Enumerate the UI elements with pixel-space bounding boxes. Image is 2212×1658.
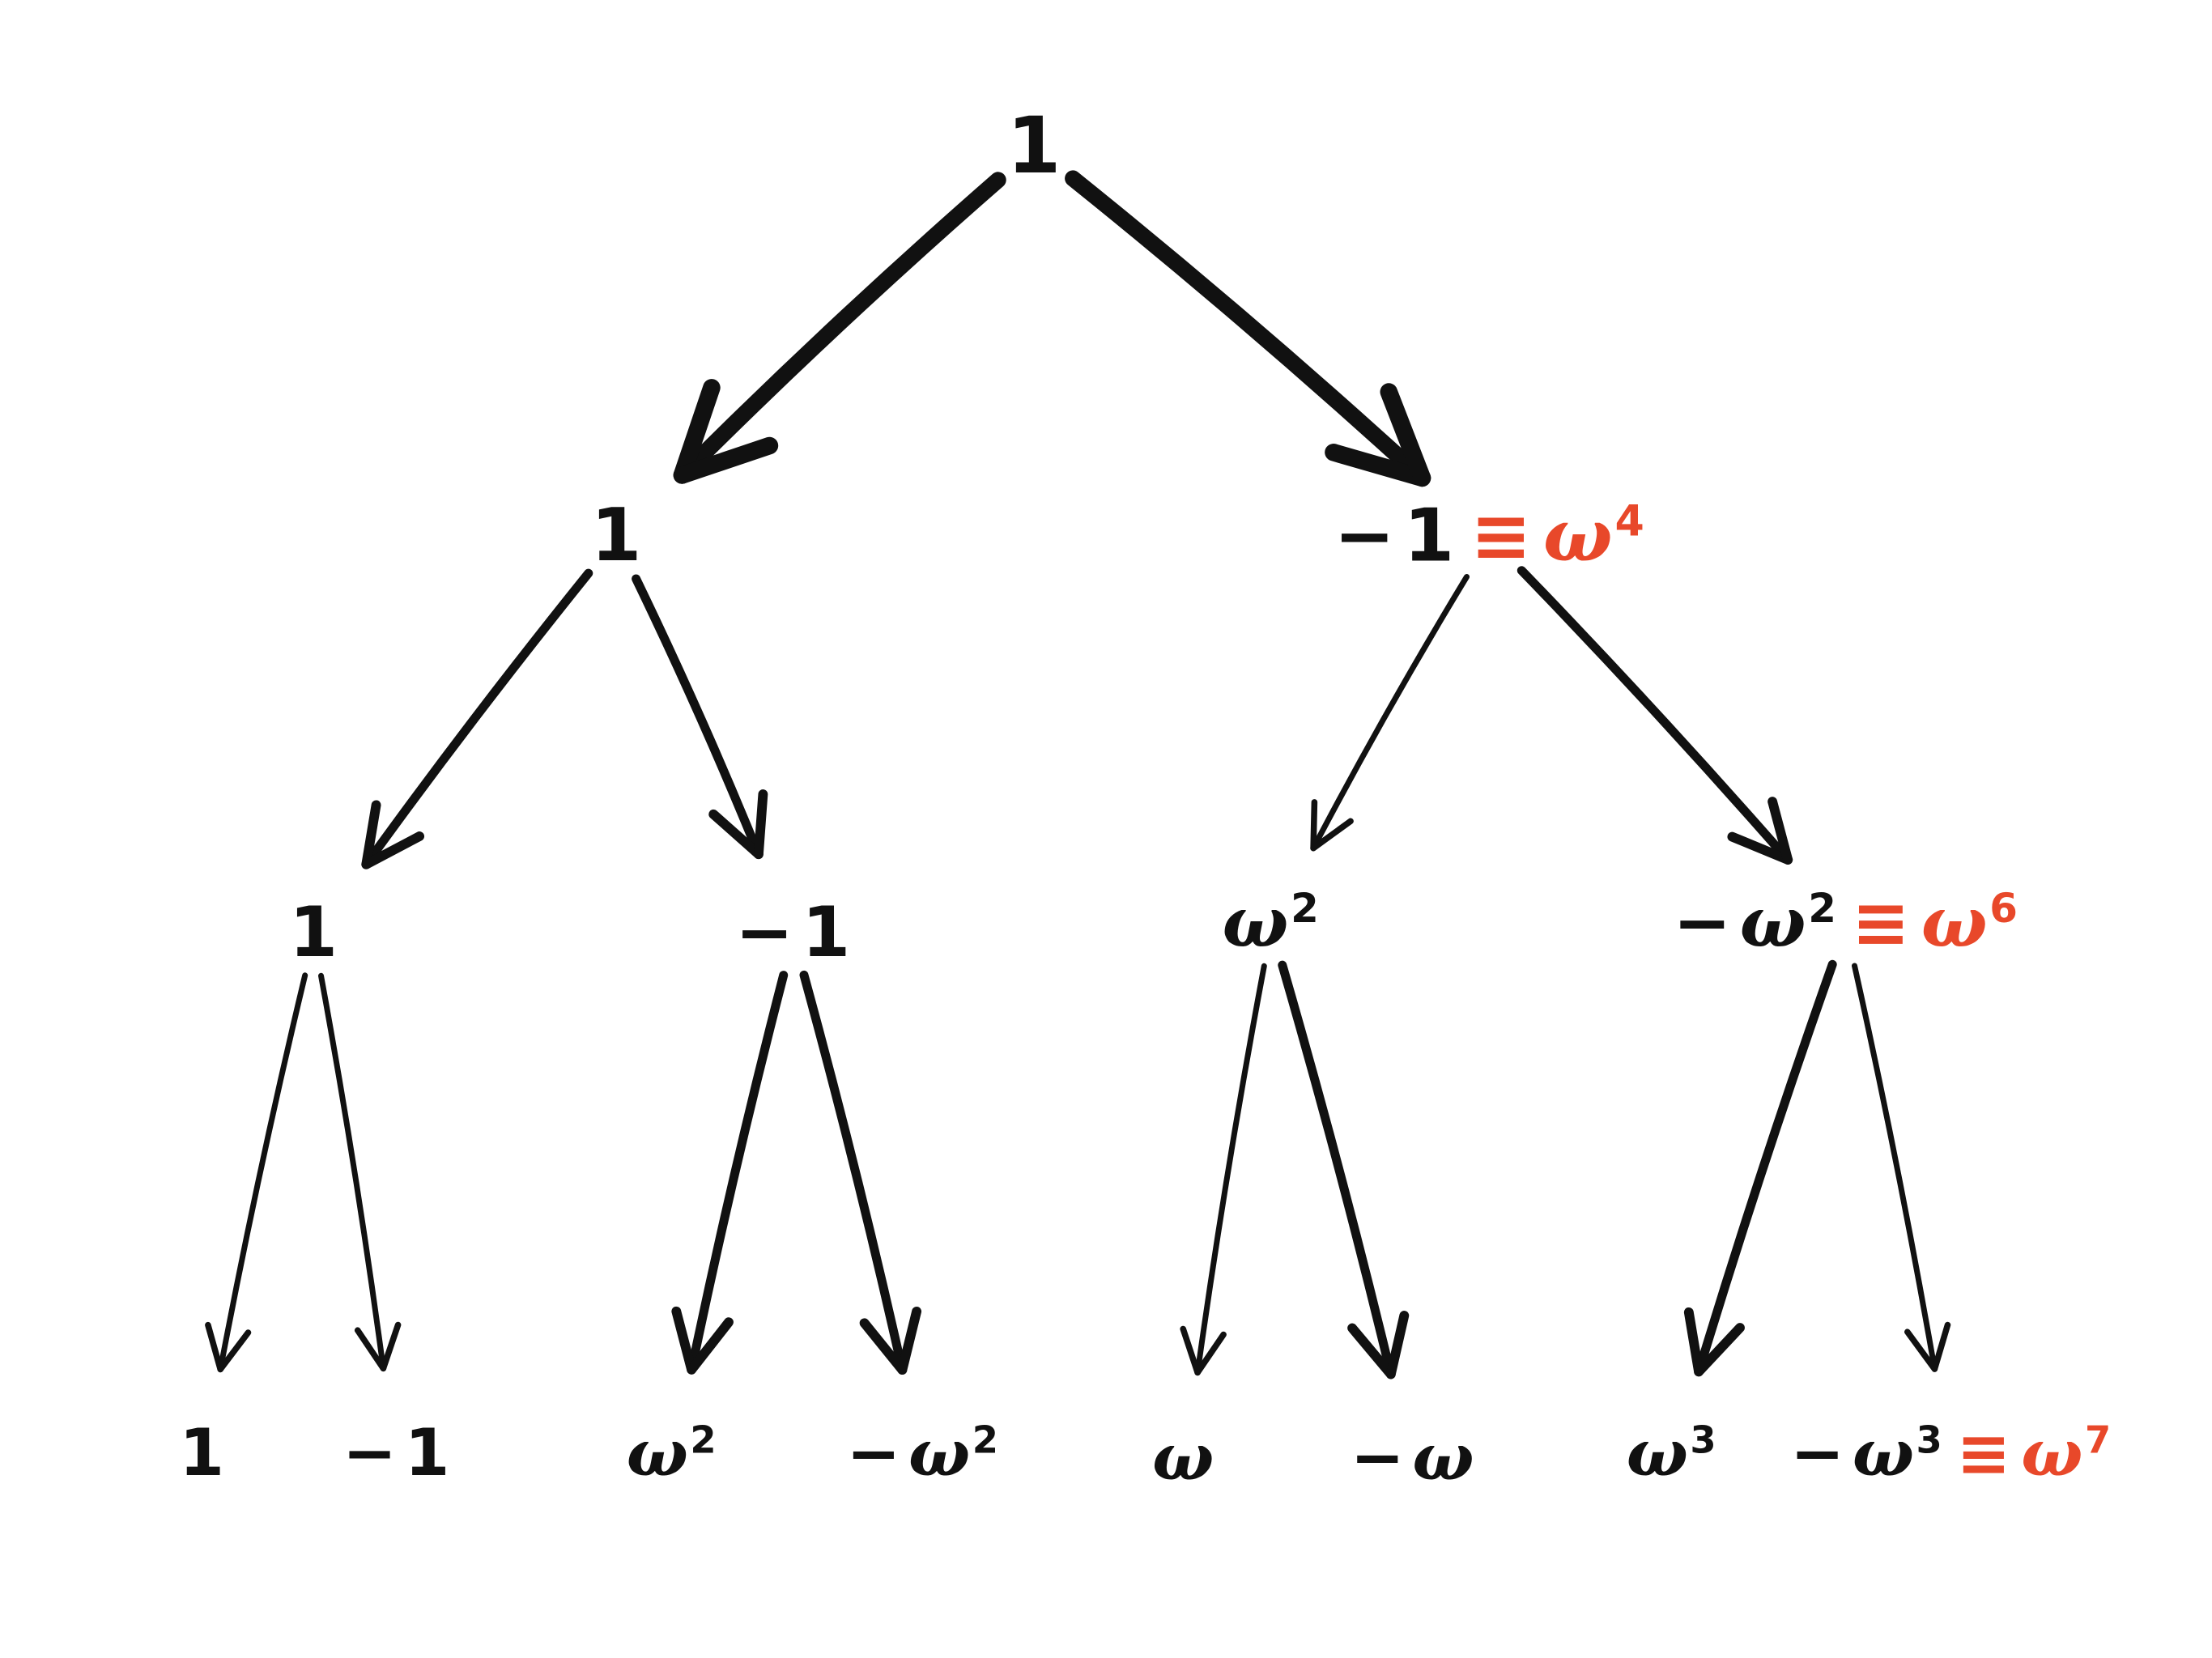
edge-e-l1n0-l2n0: [361, 568, 593, 869]
arrowhead-e-l2n3-l3n6: [1683, 1307, 1704, 1377]
arrowhead-e-root-l1n0: [673, 379, 721, 484]
exponent: 3: [1690, 1418, 1718, 1462]
tree-node-l2n0: 1: [289, 898, 339, 967]
exponent: 4: [1614, 497, 1646, 546]
alias-base-value: ω: [2021, 1414, 2085, 1491]
minus-sign: −: [1334, 493, 1397, 579]
minus-sign: −: [1673, 882, 1733, 963]
arrowhead-e-root-l1n1: [1325, 444, 1431, 487]
arrowhead-e-l2n1-l3n2: [671, 1306, 697, 1375]
edge-e-l2n2-l3n4: [1194, 963, 1267, 1375]
node-base-value: ω: [1852, 1414, 1916, 1491]
tree-node-l3n3: −ω2: [846, 1421, 999, 1486]
node-base-value: 1: [1403, 493, 1457, 579]
edge-e-root-l1n1: [1065, 170, 1431, 487]
arrowhead-e-l2n1-l3n3: [897, 1306, 922, 1375]
exponent: 3: [1916, 1418, 1944, 1462]
minus-sign: −: [1790, 1415, 1846, 1491]
arrowhead-e-l1n1-l2n2: [1310, 818, 1354, 852]
tree-node-l1n1: −1≡ω4: [1334, 500, 1645, 573]
tree-node-l2n2: ω2: [1222, 888, 1320, 958]
arrowhead-e-l2n1-l3n3: [859, 1318, 908, 1375]
minus-sign: −: [846, 1415, 903, 1491]
tree-node-l3n1: −1: [342, 1421, 451, 1486]
arrowhead-e-l2n0-l3n1: [354, 1327, 387, 1372]
node-base-value: ω: [626, 1414, 690, 1491]
exponent: 2: [1291, 885, 1321, 933]
node-base-value: ω: [1222, 882, 1291, 963]
exponent: 6: [1989, 885, 2019, 933]
edge-e-l2n3-l3n6: [1694, 959, 1837, 1376]
node-base-value: 1: [1006, 100, 1063, 191]
arrowhead-e-l2n3-l3n7: [1931, 1321, 1951, 1372]
node-base-value: 1: [590, 493, 644, 578]
arrowhead-e-l2n0-l3n0: [205, 1321, 223, 1373]
tree-node-l2n3: −ω2≡ω6: [1673, 882, 2019, 963]
edge-e-l2n0-l3n0: [217, 972, 308, 1372]
arrowhead-e-l2n2-l3n5: [1347, 1323, 1396, 1380]
equivalence-sign: ≡: [1956, 1415, 2013, 1491]
tree-node-l1n0: 1: [591, 500, 643, 572]
tree-node-l2n1: −1: [735, 898, 852, 967]
tree-node-l3n4: ω: [1152, 1425, 1215, 1490]
exponent: 2: [1808, 885, 1838, 933]
tree-node-l3n0: 1: [179, 1421, 225, 1486]
arrowhead-e-l1n1-l2n3: [1727, 831, 1793, 865]
arrowhead-e-l2n2-l3n5: [1385, 1311, 1410, 1380]
edge-e-l1n1-l2n2: [1310, 574, 1470, 852]
edge-e-l2n2-l3n5: [1278, 960, 1396, 1379]
arrowhead-e-l2n0-l3n0: [217, 1329, 252, 1373]
node-base-value: ω: [1152, 1418, 1215, 1495]
arrowhead-e-l2n2-l3n4: [1180, 1325, 1201, 1376]
arrowhead-e-l2n3-l3n6: [1694, 1323, 1745, 1377]
arrowhead-e-l2n3-l3n7: [1904, 1329, 1938, 1372]
tree-node-l3n5: −ω: [1351, 1425, 1475, 1490]
exponent: 7: [2084, 1418, 2112, 1462]
edge-e-l1n0-l2n1: [632, 574, 764, 859]
arrowhead-e-l1n1-l2n2: [1310, 799, 1318, 852]
arrowhead-e-l1n1-l2n3: [1767, 797, 1793, 865]
minus-sign: −: [1350, 1419, 1406, 1495]
node-base-value: ω: [1626, 1414, 1690, 1491]
node-base-value: 1: [404, 1415, 451, 1490]
arrowhead-e-l2n2-l3n4: [1194, 1331, 1227, 1376]
arrowhead-e-l1n0-l2n0: [361, 831, 425, 869]
node-base-value: ω: [908, 1414, 972, 1491]
tree-node-l3n6: ω3: [1627, 1421, 1718, 1486]
tree-node-l3n2: ω2: [627, 1421, 718, 1486]
arrowhead-e-l1n0-l2n1: [753, 789, 768, 860]
node-base-value: 1: [179, 1415, 226, 1490]
edge-group: [205, 170, 1951, 1380]
arrowhead-e-root-l1n0: [673, 436, 779, 484]
exponent: 2: [690, 1418, 718, 1462]
node-base-value: ω: [1739, 882, 1808, 963]
edge-e-l2n1-l3n3: [799, 970, 907, 1375]
arrowhead-e-l2n1-l3n2: [687, 1317, 734, 1375]
edge-e-root-l1n0: [674, 172, 1006, 483]
arrowhead-e-l2n0-l3n1: [380, 1321, 402, 1372]
tree-node-root: 1: [1007, 107, 1063, 185]
exponent: 2: [972, 1418, 1000, 1462]
node-base-value: 1: [802, 892, 852, 973]
minus-sign: −: [342, 1415, 398, 1490]
alias-base-value: ω: [1542, 492, 1614, 579]
alias-base-value: ω: [1921, 882, 1989, 963]
arrowhead-e-l1n0-l2n1: [708, 809, 764, 860]
tree-node-l3n7: −ω3≡ω7: [1790, 1421, 2112, 1486]
minus-sign: −: [735, 892, 795, 973]
arrowhead-e-root-l1n1: [1380, 383, 1431, 487]
node-base-value: 1: [289, 892, 339, 973]
equivalence-sign: ≡: [1470, 493, 1534, 579]
edge-e-l2n1-l3n2: [687, 971, 789, 1375]
edge-e-l2n0-l3n1: [318, 972, 386, 1371]
edge-e-l1n1-l2n3: [1516, 566, 1793, 865]
arrowhead-e-l1n0-l2n0: [361, 800, 381, 869]
edge-e-l2n3-l3n7: [1852, 963, 1938, 1372]
node-base-value: ω: [1412, 1418, 1476, 1495]
equivalence-sign: ≡: [1851, 882, 1912, 963]
